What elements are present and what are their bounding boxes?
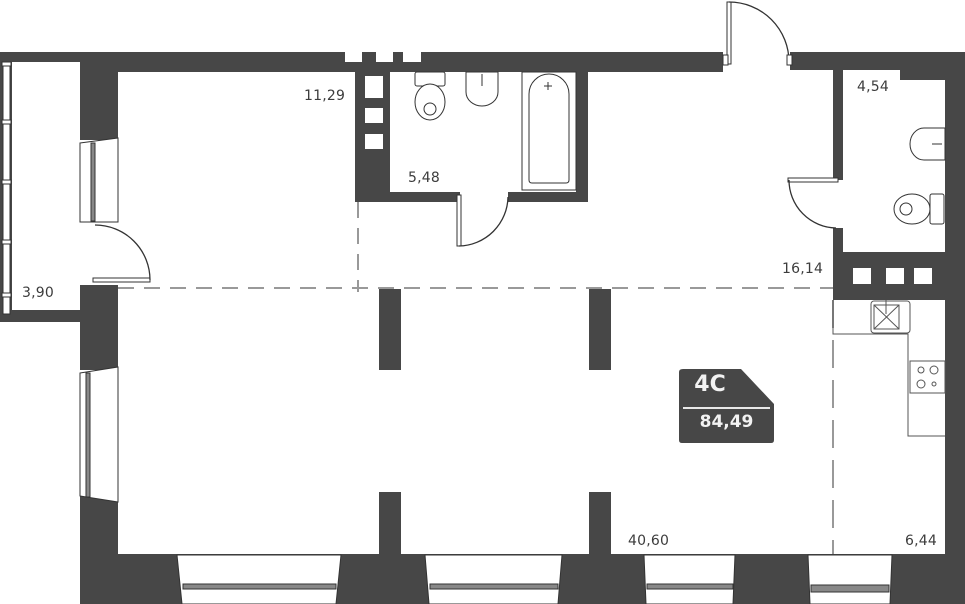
toilet-icon [414,71,446,121]
room-area-bathroom: 5,48 [408,170,440,186]
wall-top-left [0,52,345,62]
balcony-glazing [2,61,11,315]
balcony-door [92,224,151,283]
vent-shaft [365,108,383,123]
wc-door [787,177,839,229]
window-bottom-2 [424,554,563,604]
entrance-door [722,1,793,66]
apartment-badge-bg [679,369,774,443]
column [379,289,401,370]
vent-tooth [393,52,403,64]
column [589,289,611,370]
wall-balcony-bottom [0,310,90,322]
badge-divider [683,407,770,409]
room-area-kitchen: 6,44 [905,533,937,549]
vent-shaft [365,76,383,98]
vent-shaft [886,268,904,284]
vent-shaft [914,268,932,284]
wall-wc-top-notch [900,52,965,80]
bathtub-icon [521,71,577,191]
room-area-toilet: 4,54 [857,79,889,95]
wall-left-upper [80,52,118,140]
window-left-upper [79,137,119,223]
window-left-lower [79,366,119,503]
wall-right [945,52,965,604]
wall-left-mid [80,285,118,370]
wall-wc-left-upper [833,62,843,180]
stove-icon [909,360,946,394]
vent-shaft [365,134,383,149]
column [589,492,611,562]
sink-icon [465,71,499,107]
wall-top-bedroom [118,62,345,72]
window-bottom-4 [807,554,893,604]
apartment-total-area: 84,49 [699,412,754,432]
wall-top-bath [421,52,723,72]
wall-bath-right [576,62,588,202]
vent-tooth [362,52,376,64]
wc-sink-icon [909,127,946,161]
apartment-type: 4С [694,372,726,397]
column [379,492,401,562]
kitchen-counter [832,300,945,437]
wall-bath-bottom-right [508,192,588,202]
bathroom-door [456,194,509,247]
room-area-balcony: 3,90 [22,285,54,301]
window-bottom-1 [176,554,342,604]
apartment-badge: 4С 84,49 [679,369,774,443]
room-area-bedroom: 11,29 [304,88,346,104]
kitchen-sink-icon [870,300,911,334]
room-area-living-room: 40,60 [628,533,670,549]
wall-bath-bottom-left [355,192,460,202]
vent-shaft [853,268,871,284]
window-bottom-3 [643,554,736,604]
wc-toilet-icon [893,193,945,225]
room-area-hallway: 16,14 [782,261,824,277]
